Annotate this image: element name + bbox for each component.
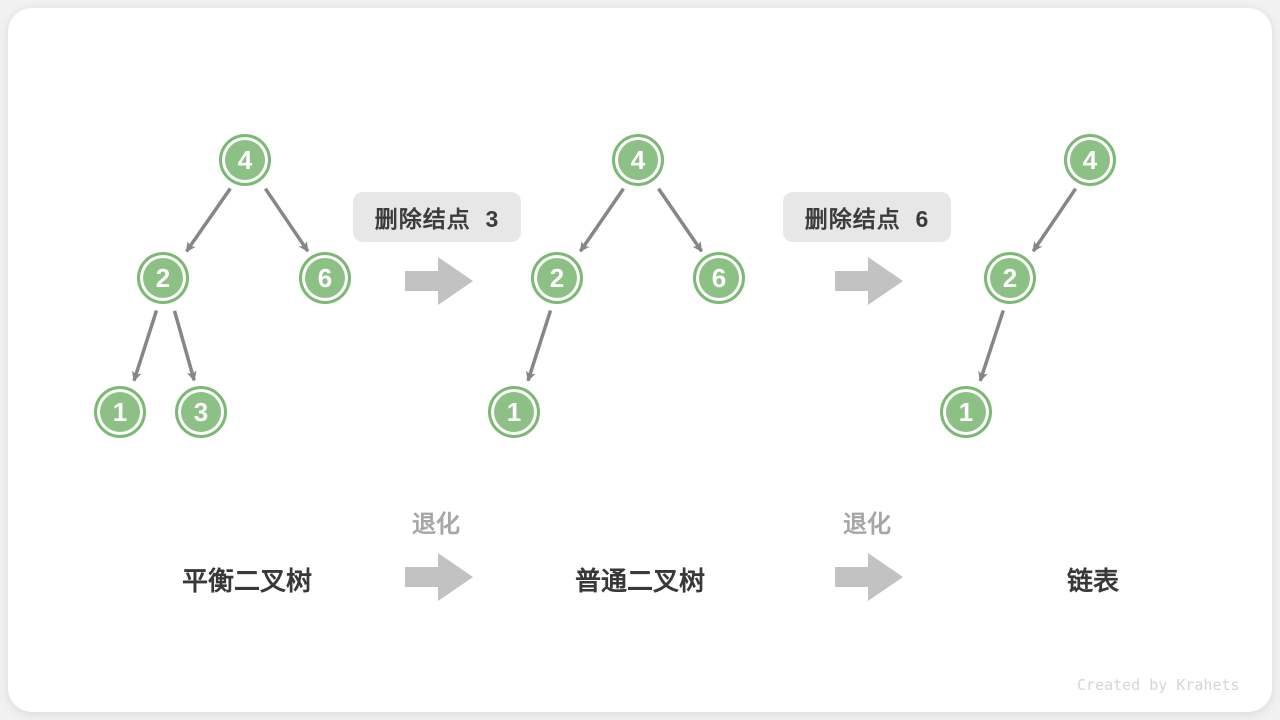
tree1-node-6: 6 bbox=[299, 252, 351, 304]
tree3-edge-2-1 bbox=[978, 309, 1005, 382]
tree2-edge-4-2 bbox=[578, 187, 625, 253]
tree2-node-6: 6 bbox=[693, 252, 745, 304]
degrade-arrow-1-icon bbox=[405, 553, 473, 601]
tree1-node-1: 1 bbox=[94, 386, 146, 438]
transition-arrow-1-icon bbox=[405, 257, 473, 305]
tree2-node-4: 4 bbox=[612, 134, 664, 186]
diagram-card bbox=[8, 8, 1272, 712]
tree2-node-2: 2 bbox=[531, 252, 583, 304]
caption-balanced-binary-tree: 平衡二叉树 bbox=[181, 566, 313, 596]
tree3-node-2: 2 bbox=[984, 252, 1036, 304]
tree3-node-1: 1 bbox=[940, 386, 992, 438]
tree1-node-4: 4 bbox=[219, 134, 271, 186]
transition-arrow-2-icon bbox=[835, 257, 903, 305]
tree1-node-3: 3 bbox=[175, 386, 227, 438]
tree2-node-1: 1 bbox=[488, 386, 540, 438]
delete-node-3-badge: 删除结点 3 bbox=[353, 192, 521, 242]
tree1-node-2: 2 bbox=[137, 252, 189, 304]
degrade-arrow-2-icon bbox=[835, 553, 903, 601]
tree1-edge-2-3 bbox=[172, 310, 197, 382]
tree3-node-4: 4 bbox=[1064, 134, 1116, 186]
caption-ordinary-binary-tree: 普通二叉树 bbox=[574, 566, 706, 596]
tree1-edge-2-1 bbox=[131, 309, 159, 382]
tree2-edge-2-1 bbox=[525, 309, 553, 382]
degrade-label-2: 退化 bbox=[843, 511, 891, 538]
tree1-edge-4-6 bbox=[263, 187, 310, 253]
tree2-edge-4-6 bbox=[657, 187, 704, 253]
tree1-edge-4-2 bbox=[185, 187, 232, 253]
degrade-label-1: 退化 bbox=[412, 511, 460, 538]
tree3-edge-4-2 bbox=[1031, 187, 1078, 253]
caption-linked-list: 链表 bbox=[1066, 566, 1120, 596]
watermark-credit: Created by Krahets bbox=[1077, 676, 1240, 694]
delete-node-6-badge: 删除结点 6 bbox=[783, 192, 951, 242]
